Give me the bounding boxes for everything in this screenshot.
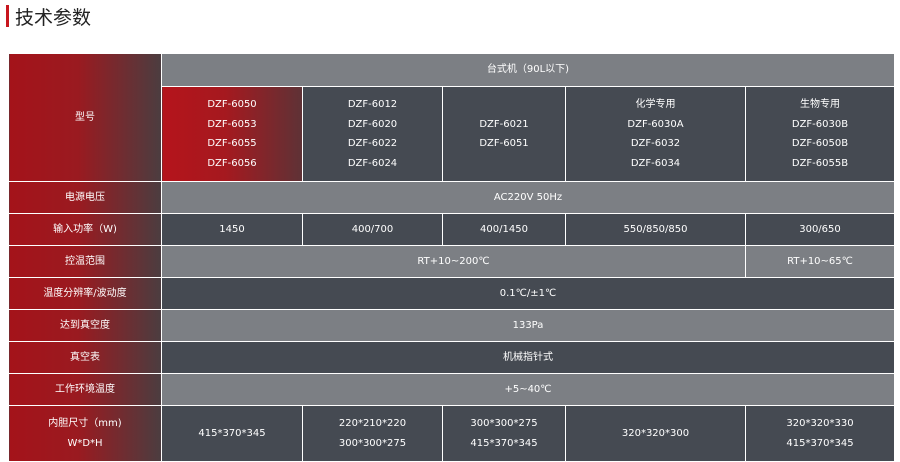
cell-line: DZF-6050 (207, 99, 257, 110)
cell-line: DZF-6055 (207, 138, 257, 149)
cell-line: DZF-6030B (791, 118, 849, 130)
size-cell: 320*320*300 (565, 405, 746, 462)
table-row: 内胆尺寸（mm) W*D*H 415*370*345 220*210*220 3… (8, 405, 895, 462)
power-cell: 400/700 (302, 213, 443, 246)
cell-line: DZF-6020 (347, 118, 398, 130)
cell-line: DZF-6024 (347, 157, 398, 169)
size-cell: 320*320*330 415*370*345 (745, 405, 895, 462)
gauge-value: 机械指针式 (161, 341, 895, 374)
power-cell: 300/650 (745, 213, 895, 246)
table-row: 控温范围 RT+10~200℃ RT+10~65℃ (8, 245, 895, 278)
model-cell: DZF-6021 DZF-6051 (442, 86, 566, 182)
section-title: 技术参数 (6, 4, 92, 29)
cell-line: DZF-6055B (791, 157, 849, 169)
table-row: 电源电压 AC220V 50Hz (8, 181, 895, 214)
cell-line: 415*370*345 (198, 427, 266, 439)
power-cell: 550/850/850 (565, 213, 746, 246)
temp-range-cell: RT+10~200℃ (161, 245, 746, 278)
header-desktop-type: 台式机（90L以下) (161, 53, 895, 87)
row-label-power: 输入功率（W) (8, 213, 162, 246)
ambient-value: +5~40℃ (161, 373, 895, 406)
voltage-value: AC220V 50Hz (161, 181, 895, 214)
section-title-text: 技术参数 (15, 6, 92, 29)
title-accent-bar (6, 5, 9, 27)
cell-line: DZF-6032 (630, 138, 681, 149)
cell-line: 415*370*345 (470, 437, 538, 449)
cell-line: 320*320*330 (786, 418, 854, 429)
model-cell: 生物专用 DZF-6030B DZF-6050B DZF-6055B (745, 86, 895, 182)
power-cell: 1450 (161, 213, 303, 246)
cell-line: W*D*H (67, 437, 103, 449)
cell-line: DZF-6021 (479, 118, 529, 130)
size-cell: 220*210*220 300*300*275 (302, 405, 443, 462)
resolution-value: 0.1℃/±1℃ (161, 277, 895, 310)
power-cell: 400/1450 (442, 213, 566, 246)
cell-line: DZF-6050B (791, 138, 849, 149)
table-row: DZF-6050 DZF-6053 DZF-6055 DZF-6056 DZF-… (9, 86, 895, 182)
size-cell: 300*300*275 415*370*345 (442, 405, 566, 462)
row-label-voltage: 电源电压 (8, 181, 162, 214)
table-row: 型号 台式机（90L以下) (8, 53, 895, 182)
row-label-gauge: 真空表 (8, 341, 162, 374)
model-cell: DZF-6012 DZF-6020 DZF-6022 DZF-6024 (302, 86, 443, 182)
table-row: 达到真空度 133Pa (8, 309, 895, 342)
cell-line: DZF-6030A (627, 118, 684, 130)
model-cell: 化学专用 DZF-6030A DZF-6032 DZF-6034 (565, 86, 746, 182)
model-cell: DZF-6050 DZF-6053 DZF-6055 DZF-6056 (161, 86, 303, 182)
size-cell: 415*370*345 (161, 405, 303, 462)
cell-line: DZF-6012 (347, 99, 398, 110)
cell-line: 415*370*345 (786, 437, 854, 449)
spec-table: 型号 台式机（90L以下) DZF-6050 DZF-6053 DZF-6055… (8, 53, 895, 462)
cell-line: DZF-6022 (347, 138, 398, 149)
table-row: 真空表 机械指针式 (8, 341, 895, 374)
table-row: 温度分辨率/波动度 0.1℃/±1℃ (8, 277, 895, 310)
table-row: 输入功率（W) 1450 400/700 400/1450 550/850/85… (8, 213, 895, 246)
cell-line: DZF-6056 (207, 157, 257, 169)
cell-line: DZF-6053 (207, 118, 257, 130)
cell-line: 化学专用 (635, 99, 676, 110)
row-label-model: 型号 (8, 53, 162, 182)
cell-line: 220*210*220 (338, 418, 407, 429)
cell-line: DZF-6034 (630, 157, 681, 169)
vacuum-value: 133Pa (161, 309, 895, 342)
cell-line: 内胆尺寸（mm) (48, 418, 122, 429)
cell-line: 300*300*275 (338, 437, 407, 449)
row-label-chamber-size: 内胆尺寸（mm) W*D*H (8, 405, 162, 462)
row-label-ambient: 工作环境温度 (8, 373, 162, 406)
table-row: 工作环境温度 +5~40℃ (8, 373, 895, 406)
cell-line: 生物专用 (800, 99, 840, 110)
cell-line: 320*320*300 (621, 427, 690, 439)
temp-range-cell: RT+10~65℃ (745, 245, 895, 278)
cell-line: 300*300*275 (470, 418, 538, 429)
row-label-vacuum: 达到真空度 (8, 309, 162, 342)
row-label-temp-range: 控温范围 (8, 245, 162, 278)
cell-line: DZF-6051 (479, 138, 529, 149)
row-label-resolution: 温度分辨率/波动度 (8, 277, 162, 310)
